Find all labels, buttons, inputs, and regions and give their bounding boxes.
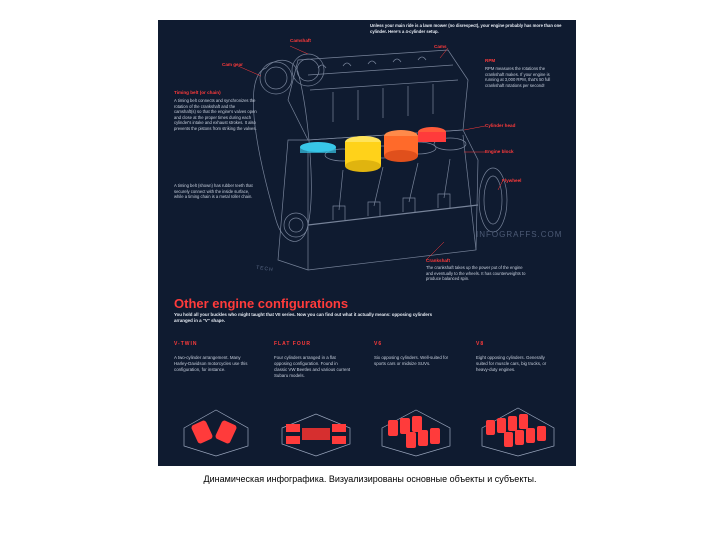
config-illustration-v8 [481,407,555,457]
section-title: Other engine configurations [174,296,349,311]
config-illustration-v-twin [183,409,249,457]
engine-infographic: Unless your main ride is a lawn mower (n… [158,20,576,466]
config-title-flat-four: FLAT FOUR [274,341,311,347]
config-text-v8: Eight opposing cylinders. Generally suit… [476,355,547,372]
label-cams: Cams [434,44,447,49]
config-text-flat-four: Four cylinders arranged in a flat opposi… [274,355,351,378]
timing-belt-note: A timing belt connects and synchronizes … [174,98,257,131]
config-title-v-twin: V-TWIN [174,341,198,347]
watermark: INFOGRAFFS.COM [476,230,563,239]
section-subtitle: You hold all your buckles who might taug… [174,312,433,323]
label-camshaft: Camshaft [290,38,311,43]
config-title-v6: V6 [374,341,383,347]
label-engine-block: Engine block [485,149,514,154]
config-illustration-flat-four [281,413,351,457]
config-title-v8: V8 [476,341,485,347]
config-text-v-twin: A two-cylinder arrangement. Many Harley-… [174,355,248,372]
label-timing-belt: Timing belt (or chain) [174,90,221,95]
label-cam-gear: Cam gear [222,62,243,67]
crankshaft-note: The crankshaft takes up the power put of… [426,265,526,281]
pistons [300,127,446,172]
engine-wireframe [237,45,508,271]
label-cylinder-head: Cylinder head [485,123,516,128]
slide-caption: Динамическая инфографика. Визуализирован… [203,474,537,484]
rpm-note: RPM measures the rotations the crankshaf… [485,66,551,88]
intro-text: Unless your main ride is a lawn mower (n… [370,23,562,34]
label-crankshaft: Crankshaft [426,258,450,263]
config-text-v6: Six opposing cylinders. Well-suited for … [374,355,449,366]
config-illustration-v6 [381,409,451,457]
timing-belt-note-2: A timing belt (shown) has rubber teeth t… [174,183,253,199]
label-rpm: RPM [485,58,496,63]
label-flywheel: Flywheel [502,178,522,183]
